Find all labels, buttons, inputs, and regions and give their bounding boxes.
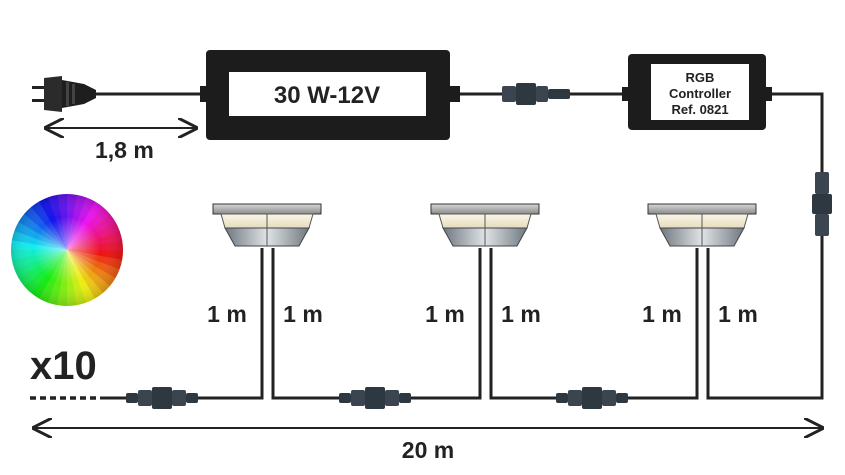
spot-left-cable-label: 1 m xyxy=(207,301,247,327)
spot-left-cable-label: 1 m xyxy=(642,301,682,327)
spot-right-cable-label: 1 m xyxy=(718,301,758,327)
controller-line-2: Controller xyxy=(669,86,731,101)
power-supply-label: 30 W-12V xyxy=(274,82,380,109)
controller-line-3: Ref. 0821 xyxy=(671,102,728,117)
total-length-label: 20 m xyxy=(402,437,454,463)
spot-right-cable-label: 1 m xyxy=(501,301,541,327)
spot-left-cable-label: 1 m xyxy=(425,301,465,327)
connector-icon xyxy=(502,83,570,105)
rgb-controller: RGB Controller Ref. 0821 xyxy=(622,54,772,130)
controller-output-cable xyxy=(706,92,824,400)
led-spot xyxy=(647,203,757,247)
plug-cable-length-label: 1,8 m xyxy=(95,137,154,163)
connector-icon xyxy=(126,387,198,409)
connector-icon xyxy=(556,387,628,409)
connector-icon xyxy=(339,387,411,409)
spot-right-cable-label: 1 m xyxy=(283,301,323,327)
power-supply: 30 W-12V xyxy=(200,50,460,140)
multiplier-label: x10 xyxy=(30,344,97,388)
power-plug-icon xyxy=(32,76,96,112)
controller-line-1: RGB xyxy=(686,70,715,85)
vertical-connector-icon xyxy=(812,172,832,236)
color-wheel-icon xyxy=(11,193,123,307)
led-spot xyxy=(212,203,322,247)
led-spot xyxy=(430,203,540,247)
